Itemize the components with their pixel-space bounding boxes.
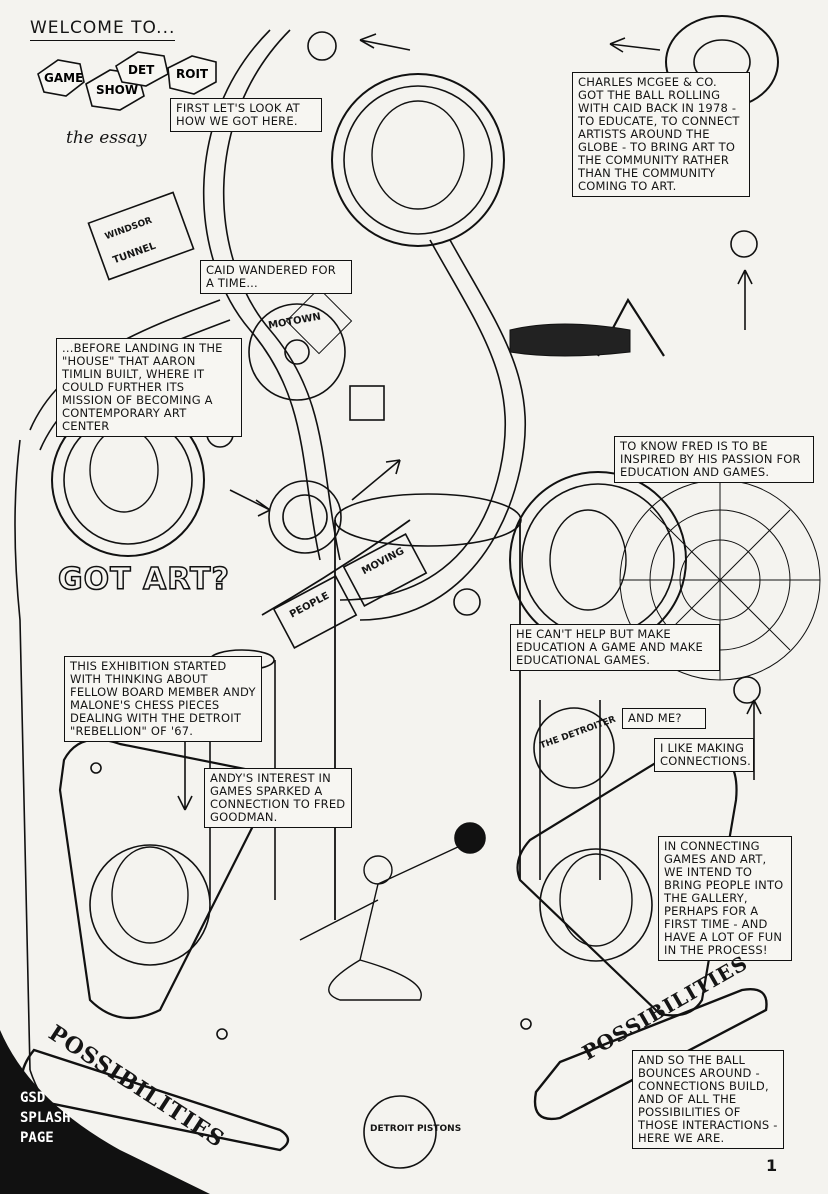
- caption-first-look: FIRST LET'S LOOK AT HOW WE GOT HERE.: [170, 98, 322, 132]
- hex-word-det: DET: [128, 63, 155, 77]
- caption-exhibition: THIS EXHIBITION STARTED WITH THINKING AB…: [64, 656, 262, 742]
- badge-line-3: PAGE: [20, 1130, 54, 1146]
- welcome-heading: WELCOME TO...: [30, 18, 176, 41]
- caption-and-me: AND ME?: [622, 708, 706, 729]
- page-number: 1: [766, 1156, 778, 1175]
- pistons-label: DETROIT PISTONS: [370, 1124, 462, 1134]
- got-art-text: GOT ART?: [57, 561, 230, 598]
- essay-subtitle: the essay: [66, 128, 147, 148]
- caption-and-so: AND SO THE BALL BOUNCES AROUND - CONNECT…: [632, 1050, 784, 1149]
- badge-line-2: SPLASH: [20, 1110, 71, 1126]
- badge-line-1: GSD: [20, 1090, 46, 1106]
- caption-before-landing: ...BEFORE LANDING IN THE "HOUSE" THAT AA…: [56, 338, 242, 437]
- caption-andys-interest: ANDY'S INTEREST IN GAMES SPARKED A CONNE…: [204, 768, 352, 828]
- hex-word-roit: ROIT: [176, 67, 209, 81]
- caption-in-connecting: IN CONNECTING GAMES AND ART, WE INTEND T…: [658, 836, 792, 961]
- caption-caid-wandered: CAID WANDERED FOR A TIME...: [200, 260, 352, 294]
- caption-to-know-fred: TO KNOW FRED IS TO BE INSPIRED BY HIS PA…: [614, 436, 814, 483]
- game-show-hex-logo: GAME SHOW DET ROIT: [37, 51, 217, 111]
- gsd-splash-badge: GSD SPLASH PAGE: [16, 1084, 108, 1176]
- caption-cant-help: HE CAN'T HELP BUT MAKE EDUCATION A GAME …: [510, 624, 720, 671]
- caption-mcgee: CHARLES MCGEE & CO. GOT THE BALL ROLLING…: [572, 72, 750, 197]
- caption-i-like: I LIKE MAKING CONNECTIONS.: [654, 738, 754, 772]
- hex-word-show: SHOW: [96, 83, 138, 97]
- hex-word-game: GAME: [44, 71, 83, 85]
